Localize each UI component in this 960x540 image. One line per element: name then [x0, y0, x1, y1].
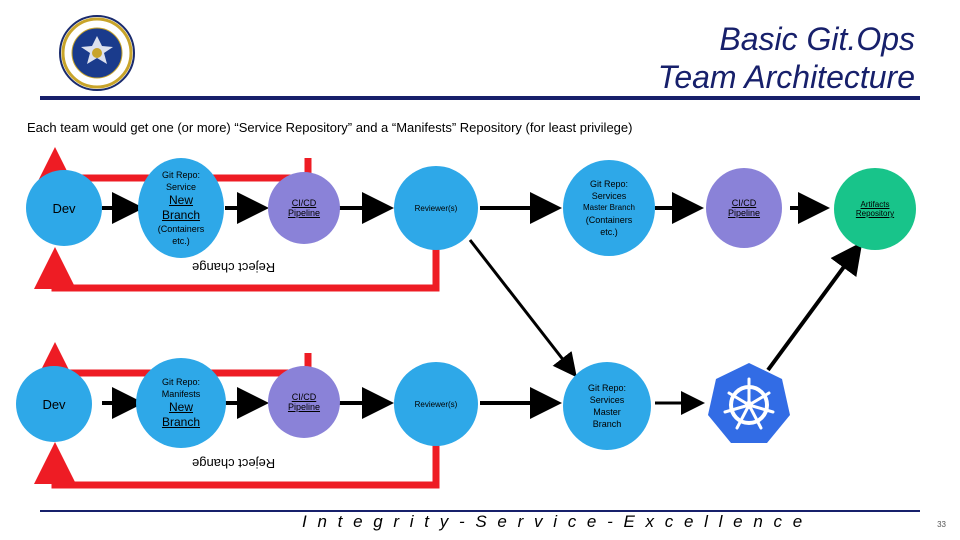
- manifests-repo-title: Git Repo:: [161, 377, 201, 387]
- pipeline-node-row2: CI/CD Pipeline: [268, 366, 340, 438]
- arrow-reviewer-to-master-diagonal: [468, 239, 577, 378]
- artifacts-repository-node: Artifacts Repository: [834, 168, 916, 250]
- artifacts-label-1: Artifacts: [860, 200, 890, 209]
- repo-note-line2: etc.): [172, 236, 190, 246]
- reviewer-node-row2: Reviewer(s): [394, 362, 478, 446]
- reject-loop-long-1: [34, 232, 440, 292]
- repo-note-line1: (Containers: [157, 224, 205, 234]
- reject-change-label-row2: Reject change: [192, 456, 276, 471]
- pipeline2-label-1: CI/CD: [731, 198, 757, 208]
- pipeline-node-2: CI/CD Pipeline: [706, 168, 782, 248]
- service-repo-node: Git Repo: Service New Branch (Containers…: [138, 158, 224, 258]
- repo-branch-line2: Branch: [161, 208, 201, 222]
- kubernetes-helm-icon: [708, 363, 790, 443]
- master-title: Git Repo:: [589, 179, 629, 189]
- services-master-node-row1: Git Repo: Services Master Branch (Contai…: [563, 160, 655, 256]
- master-name: Services: [591, 191, 627, 201]
- services-master-node-row2: Git Repo: Services Master Branch: [563, 362, 651, 450]
- footer-divider: [40, 510, 920, 512]
- manifests-repo-name: Manifests: [161, 389, 201, 399]
- dev-label: Dev: [52, 200, 76, 216]
- reviewer-label: Reviewer(s): [414, 203, 458, 213]
- master-note-line1: (Containers: [585, 215, 633, 225]
- title-divider: [40, 96, 920, 100]
- repo-branch-line1: New: [168, 193, 193, 207]
- dev-label-2: Dev: [42, 396, 66, 412]
- artifacts-label-2: Repository: [855, 209, 895, 218]
- pipeline-row2-label-2: Pipeline: [287, 402, 321, 412]
- repo-name: Service: [165, 182, 196, 192]
- footer-motto: I n t e g r i t y - S e r v i c e - E x …: [302, 512, 806, 531]
- reviewer-node-row1: Reviewer(s): [394, 166, 478, 250]
- pipeline-label-2: Pipeline: [287, 208, 321, 218]
- arrow-kubernetes-to-artifacts: [766, 241, 863, 372]
- master-branch: Master Branch: [582, 203, 636, 212]
- reviewer-label-2: Reviewer(s): [414, 399, 458, 409]
- air-force-seal-icon: [59, 15, 135, 91]
- title-line-2: Team Architecture: [657, 59, 915, 95]
- reject-loop-long-2: [34, 430, 440, 489]
- manifests-repo-node: Git Repo: Manifests New Branch: [136, 358, 226, 448]
- master2-branch-line1: Master: [593, 407, 621, 417]
- master2-branch-line2: Branch: [592, 419, 622, 429]
- master2-name: Services: [589, 395, 625, 405]
- manifests-branch-line2: Branch: [161, 415, 201, 429]
- reject-change-label-row1: Reject change: [192, 260, 276, 275]
- page-number: 33: [937, 520, 946, 529]
- page-title: Basic Git.Ops Team Architecture: [495, 20, 915, 96]
- pipeline2-label-2: Pipeline: [727, 208, 761, 218]
- dev-node-row2: Dev: [16, 366, 92, 442]
- repo-title: Git Repo:: [161, 170, 201, 180]
- subtitle: Each team would get one (or more) “Servi…: [27, 120, 633, 135]
- manifests-branch-line1: New: [168, 400, 193, 414]
- title-line-1: Basic Git.Ops: [719, 21, 915, 57]
- pipeline-node-row1: CI/CD Pipeline: [268, 172, 340, 244]
- pipeline-row2-label-1: CI/CD: [291, 392, 317, 402]
- dev-node-row1: Dev: [26, 170, 102, 246]
- pipeline-label-1: CI/CD: [291, 198, 317, 208]
- master-note-line2: etc.): [600, 227, 618, 237]
- master2-title: Git Repo:: [587, 383, 627, 393]
